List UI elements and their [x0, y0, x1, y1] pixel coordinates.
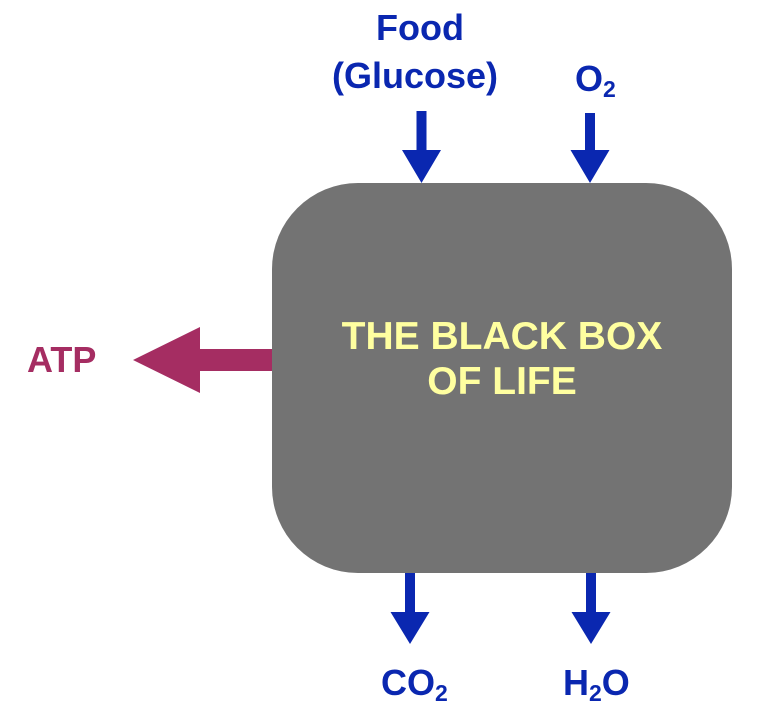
co2-output-arrow — [390, 573, 430, 644]
water-label-post: O — [601, 662, 630, 703]
water-label: H2O — [563, 665, 630, 705]
atp-output-arrow — [133, 327, 272, 393]
box-title-line-1: THE BLACK BOX — [341, 315, 663, 358]
oxygen-label-main: O — [575, 58, 604, 99]
atp-label: ATP — [27, 339, 97, 380]
food-input-arrow — [402, 111, 441, 183]
black-box — [272, 183, 732, 573]
water-label-pre: H — [563, 662, 589, 703]
oxygen-label-subscript: 2 — [603, 76, 616, 102]
oxygen-input-arrow — [570, 113, 610, 183]
box-title: THE BLACK BOX OF LIFE — [272, 314, 732, 404]
box-title-line-2: OF LIFE — [427, 360, 577, 403]
water-label-subscript: 2 — [589, 680, 602, 706]
water-output-arrow — [571, 573, 611, 644]
glucose-label: (Glucose) — [332, 55, 499, 96]
oxygen-label: O2 — [575, 61, 616, 101]
co2-label-main: CO — [381, 662, 435, 703]
food-label: Food — [376, 7, 464, 48]
co2-label-subscript: 2 — [435, 680, 448, 706]
co2-label: CO2 — [381, 665, 448, 705]
